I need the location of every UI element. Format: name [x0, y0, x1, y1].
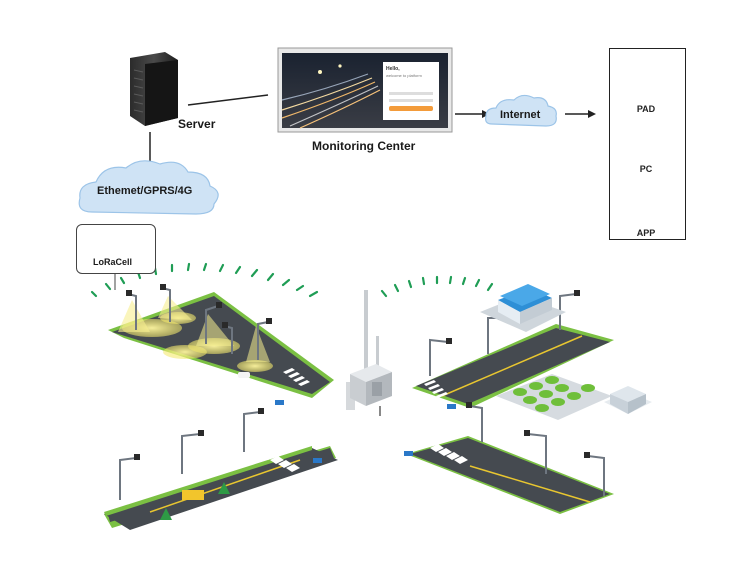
pad-label: PAD — [636, 104, 656, 114]
internet-label: Internet — [500, 109, 541, 121]
client-devices-panel — [609, 48, 686, 240]
office-building — [480, 284, 566, 332]
street-lamp-poles-d — [469, 405, 605, 496]
internet-cloud — [485, 94, 557, 127]
loracell-label: LoRaCell — [93, 257, 133, 267]
loracell-callout — [76, 224, 156, 274]
network-label: Ethemet/GPRS/4G — [97, 185, 193, 197]
parking-lot — [496, 374, 652, 420]
road-upper-left — [108, 292, 334, 405]
road-upper-right — [412, 324, 614, 409]
road-lower-left — [104, 446, 338, 530]
lora-signal-arcs-left — [90, 262, 319, 298]
pc-label: PC — [639, 164, 653, 174]
street-lamp-poles-c — [119, 411, 261, 500]
monitoring-center-screen — [277, 47, 453, 133]
network-cloud — [78, 160, 219, 215]
monitor-subtitle: welcome to platform — [386, 73, 422, 78]
server-label: Server — [178, 117, 216, 131]
server-monitor-link — [187, 94, 269, 106]
lora-signal-arcs-right — [380, 275, 494, 298]
lora-gateway-icon — [346, 290, 392, 416]
app-label: APP — [636, 228, 656, 238]
road-lower-right — [404, 436, 614, 514]
arrow-right-icon — [588, 110, 596, 118]
monitoring-center-label: Monitoring Center — [312, 139, 416, 153]
server-rack-icon — [130, 52, 178, 126]
monitor-greeting: Hello, — [386, 66, 400, 72]
